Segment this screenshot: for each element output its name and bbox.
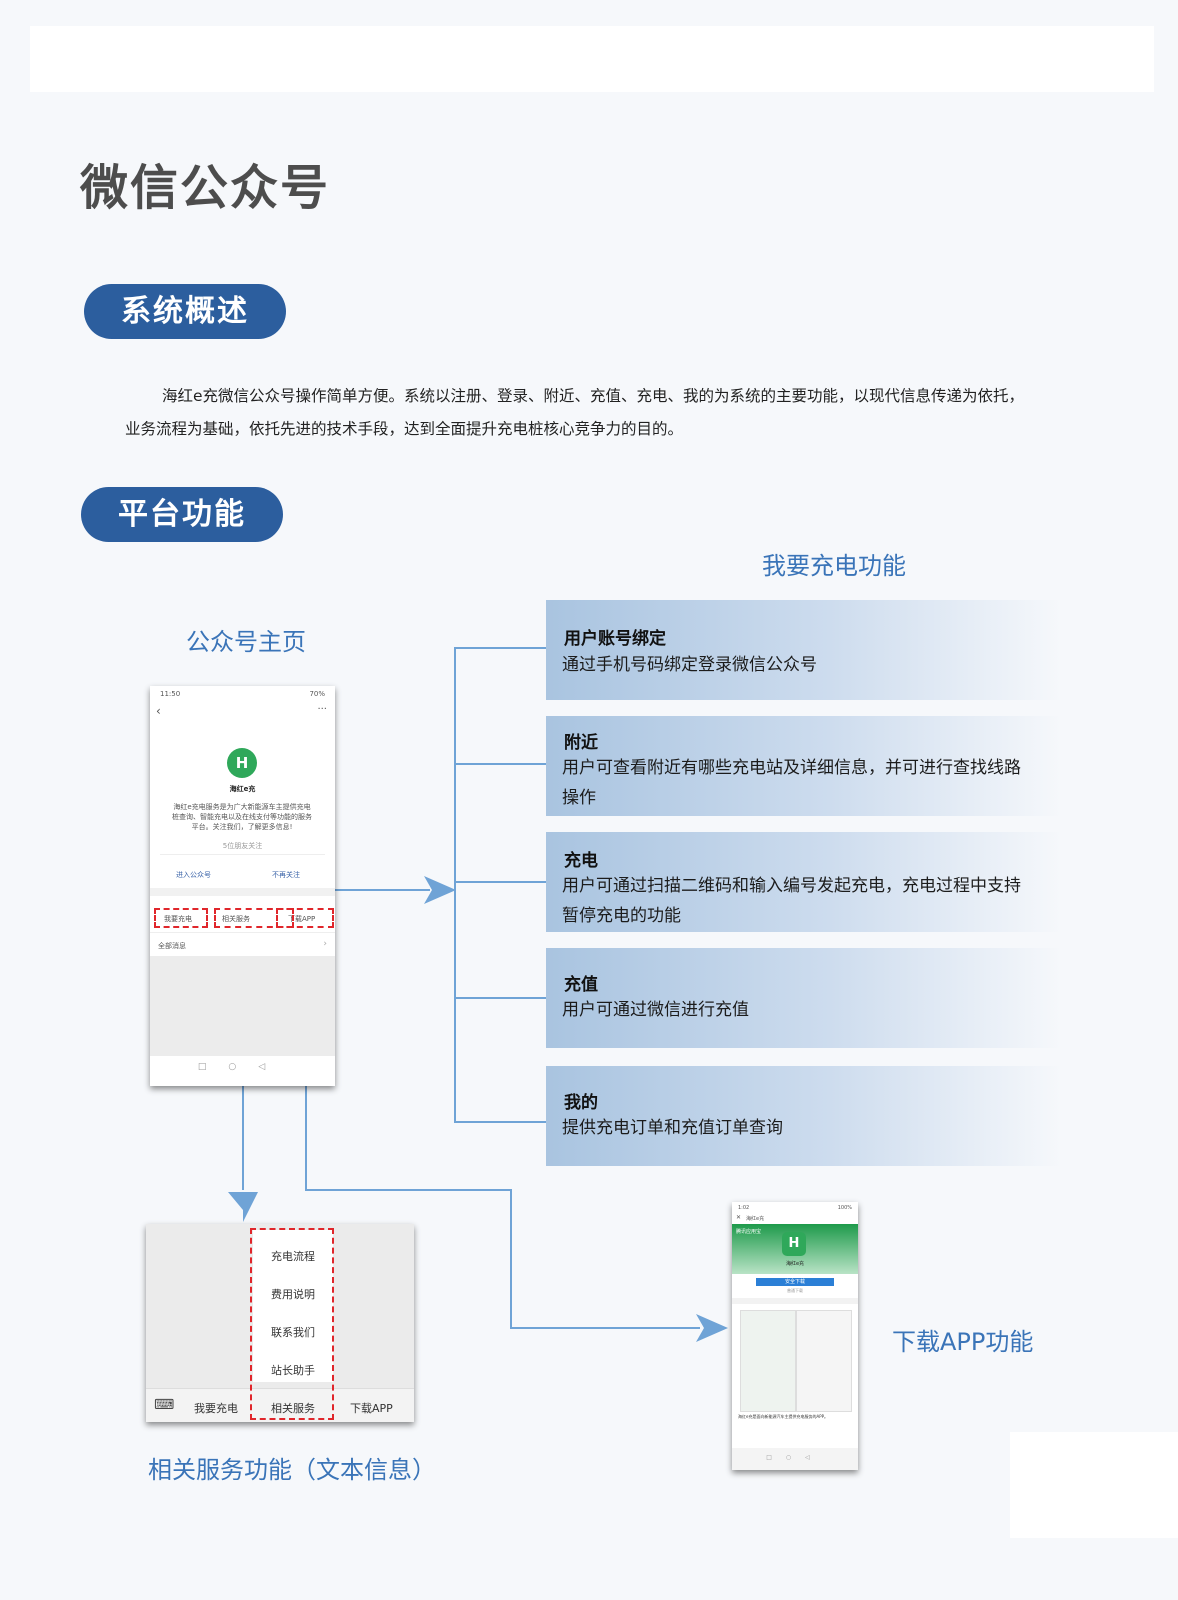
close-icon[interactable]: ✕ bbox=[736, 1214, 742, 1221]
feature-desc: 用户可通过微信进行充值 bbox=[562, 1000, 749, 1020]
caption-services: 相关服务功能（文本信息） bbox=[148, 1456, 436, 1484]
unfollow-link[interactable]: 不再关注 bbox=[272, 871, 300, 879]
friends-count: 5位朋友关注 bbox=[222, 842, 263, 850]
android-nav-icons: □○◁ bbox=[766, 1454, 824, 1461]
feature-title: 充值 bbox=[564, 975, 598, 995]
highlight-download bbox=[276, 908, 334, 928]
feature-desc: 用户可通过扫描二维码和输入编号发起充电，充电过程中支持暂停充电的功能 bbox=[562, 876, 1021, 926]
submenu-item[interactable]: 充电流程 bbox=[271, 1250, 315, 1263]
feature-topup: 充值 用户可通过微信进行充值 bbox=[546, 948, 1062, 1048]
header-title: 海红e充 bbox=[746, 1216, 765, 1222]
caption-home: 公众号主页 bbox=[186, 628, 306, 656]
section-heading-platform: 平台功能 bbox=[81, 487, 283, 542]
feature-account-binding: 用户账号绑定 通过手机号码绑定登录微信公众号 bbox=[546, 600, 1062, 700]
intro-line-1: 海红e充微信公众号操作简单方便。系统以注册、登录、附近、充值、充电、我的为系统的… bbox=[162, 387, 1025, 405]
feature-title: 我的 bbox=[564, 1093, 598, 1113]
submenu-item[interactable]: 站长助手 bbox=[271, 1364, 315, 1377]
app-logo-icon: H bbox=[782, 1232, 806, 1256]
feature-title: 充电 bbox=[564, 851, 598, 871]
submenu-item[interactable]: 联系我们 bbox=[271, 1326, 315, 1339]
corner-blank bbox=[1010, 1432, 1178, 1538]
status-battery: 100% bbox=[837, 1205, 852, 1211]
keyboard-icon[interactable]: ⌨ bbox=[154, 1397, 175, 1413]
feature-mine: 我的 提供充电订单和充值订单查询 bbox=[546, 1066, 1062, 1166]
highlight-services-menu bbox=[250, 1228, 334, 1420]
enter-account-link[interactable]: 进入公众号 bbox=[176, 871, 211, 879]
brand-badge: 腾讯应用宝 bbox=[736, 1229, 762, 1235]
status-time: 11:50 bbox=[160, 690, 181, 698]
caption-charge-features: 我要充电功能 bbox=[762, 552, 906, 580]
feature-desc: 用户可查看附近有哪些充电站及详细信息，并可进行查找线路操作 bbox=[562, 758, 1021, 808]
phone-home-screenshot: 11:50 70% ‹ ··· H 海红e充 海红e充电服务是为广大新能源车主提… bbox=[150, 686, 335, 1086]
feature-desc: 通过手机号码绑定登录微信公众号 bbox=[562, 655, 817, 675]
status-battery: 70% bbox=[309, 690, 325, 698]
feature-title: 用户账号绑定 bbox=[564, 629, 666, 649]
intro-line-2: 业务流程为基础，依托先进的技术手段，达到全面提升充电桩核心竞争力的目的。 bbox=[125, 420, 684, 438]
services-submenu: 充电流程 费用说明 联系我们 站长助手 bbox=[253, 1230, 333, 1382]
submenu-item[interactable]: 费用说明 bbox=[271, 1288, 315, 1301]
highlight-charge bbox=[154, 908, 208, 928]
account-name: 海红e充 bbox=[229, 785, 256, 793]
menu-services[interactable]: 相关服务 bbox=[271, 1402, 315, 1415]
chevron-left-icon[interactable]: ‹ bbox=[156, 704, 161, 718]
status-time: 1:02 bbox=[738, 1205, 750, 1211]
top-banner bbox=[30, 26, 1154, 92]
menu-charge[interactable]: 我要充电 bbox=[194, 1402, 238, 1415]
phone-services-screenshot: 充电流程 费用说明 联系我们 站长助手 ⌨ 我要充电 相关服务 下载APP bbox=[146, 1224, 414, 1422]
chevron-right-icon: › bbox=[323, 939, 327, 949]
highlight-services bbox=[214, 908, 294, 928]
feature-charging: 充电 用户可通过扫描二维码和输入编号发起充电，充电过程中支持暂停充电的功能 bbox=[546, 832, 1062, 932]
section-heading-overview: 系统概述 bbox=[84, 284, 286, 339]
menu-charge[interactable]: 我要充电 bbox=[164, 915, 192, 923]
all-messages[interactable]: 全部消息 bbox=[158, 942, 186, 950]
app-name: 海红e充 bbox=[785, 1261, 805, 1267]
intro-paragraph: 海红e充微信公众号操作简单方便。系统以注册、登录、附近、充值、充电、我的为系统的… bbox=[125, 380, 1055, 446]
caption-download: 下载APP功能 bbox=[892, 1328, 1034, 1356]
app-logo-icon: H bbox=[227, 748, 257, 778]
download-button[interactable]: 安全下载 bbox=[756, 1278, 834, 1286]
phone-download-screenshot: 1:02 100% ✕ 海红e充 腾讯应用宝 H 海红e充 安全下载 普通下载 … bbox=[732, 1202, 858, 1470]
feature-nearby: 附近 用户可查看附近有哪些充电站及详细信息，并可进行查找线路操作 bbox=[546, 716, 1062, 816]
menu-download[interactable]: 下载APP bbox=[350, 1402, 393, 1415]
menu-download[interactable]: 下载APP bbox=[288, 915, 316, 923]
feature-desc: 提供充电订单和充值订单查询 bbox=[562, 1118, 783, 1138]
feature-title: 附近 bbox=[564, 733, 598, 753]
more-dots-icon[interactable]: ··· bbox=[317, 704, 327, 715]
page-title: 微信公众号 bbox=[80, 160, 331, 216]
account-description: 海红e充电服务是为广大新能源车主提供充电桩查询、智能充电以及在线支付等功能的服务… bbox=[172, 803, 312, 831]
normal-download-link[interactable]: 普通下载 bbox=[787, 1288, 803, 1293]
android-nav-icons: □○◁ bbox=[197, 1062, 288, 1072]
menu-services[interactable]: 相关服务 bbox=[222, 915, 250, 923]
app-description: 海红e充是面向新能源汽车主提供充电服务的APP。 bbox=[738, 1414, 829, 1419]
services-menu-bar: ⌨ 我要充电 相关服务 下载APP bbox=[146, 1388, 414, 1422]
